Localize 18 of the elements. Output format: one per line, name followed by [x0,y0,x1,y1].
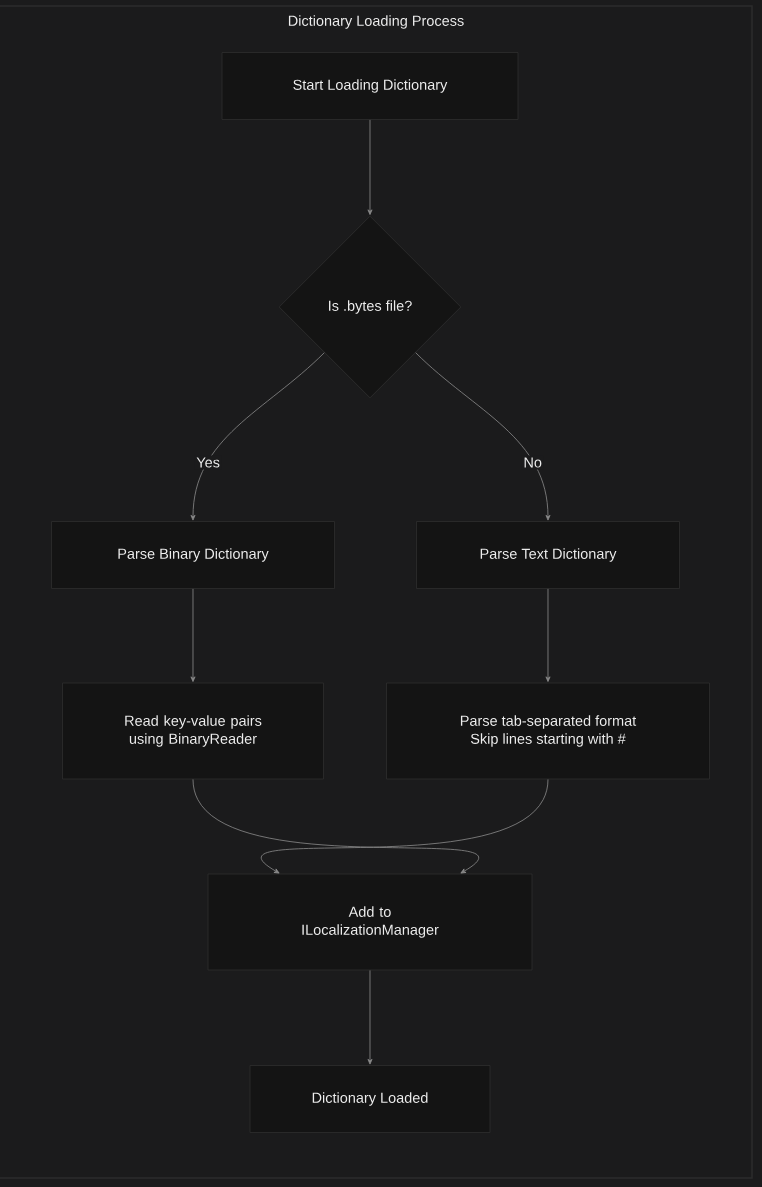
arrow [415,352,551,521]
arrow [367,119,373,215]
process-box: Parse tab-separated format Skip lines starting with # [386,682,710,780]
arrow [545,588,551,682]
edge-label: No [524,457,542,468]
process-box: Read key-value pairs using BinaryReader [62,682,324,780]
arrow [367,970,373,1065]
arrow [190,588,196,682]
diagram-title: Dictionary Loading Process [288,15,464,29]
process-box: Parse Text Dictionary [416,521,680,589]
edge-label: Yes [196,457,220,468]
arrow [190,352,325,521]
process-box: Dictionary Loaded [249,1065,491,1133]
process-box: Start Loading Dictionary [221,52,519,120]
arrow [261,779,549,874]
process-box: Parse Binary Dictionary [51,521,335,589]
process-box: Add to ILocalizationManager [207,873,533,971]
arrow [192,779,479,874]
